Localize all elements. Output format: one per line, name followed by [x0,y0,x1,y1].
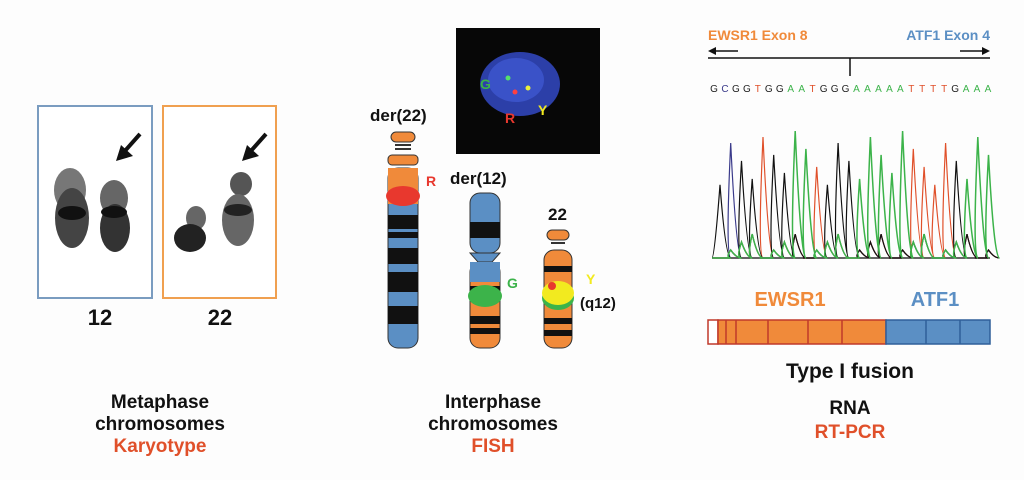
box-label-12: 12 [87,305,113,330]
inset-y-label: Y [538,102,548,118]
chromosome-icon [468,192,502,349]
caption-line2: chromosomes [428,414,558,435]
box-label-22: 22 [207,305,233,330]
fish-caption: Interphase chromosomes FISH [393,392,593,458]
sequence-base: T [908,84,914,95]
sequence-base: G [710,84,718,95]
karyotype-box-22 [162,105,277,299]
signal-y-label: Y [586,271,596,287]
chromosome-icon [542,229,574,349]
gene-right-label: ATF1 [911,289,960,311]
karyotype-panel [37,105,277,299]
fusion-type-label: Type I fusion [786,360,914,383]
sequence-base: G [820,84,828,95]
sequence-base: G [765,84,773,95]
caption-line1: Metaphase [110,392,210,413]
rtpcr-caption-method: RT-PCR [815,422,886,443]
karyotype-caption: Metaphase chromosomes Karyotype [60,392,260,458]
chromatogram [711,130,1001,259]
sequence-base: A [853,84,860,95]
sequence-base: A [985,84,992,95]
sequence-base: A [798,84,805,95]
rtpcr-caption-line1: RNA [829,398,870,419]
sequence-base: T [941,84,947,95]
caption-method: Karyotype [113,436,207,457]
sequence-base: C [721,84,728,95]
fish-panel: G R Y der(22) R der(12) G 22 [370,28,616,349]
sequence-base: A [787,84,794,95]
signal-r-label: R [426,173,436,189]
sequence-base: A [963,84,970,95]
der12-label: der(12) [450,169,507,188]
sequence-base: G [743,84,751,95]
arrow-icon [116,132,142,161]
sequence-base: A [886,84,893,95]
sequence-base: G [776,84,784,95]
sequence-base: T [930,84,936,95]
signal-g-label: G [507,275,518,291]
caption-line1: Interphase [444,392,542,413]
sequence-base: T [755,84,761,95]
sequence-base: A [974,84,981,95]
caption-method: FISH [471,436,515,457]
chromosome-12-pair [54,168,130,252]
inset-g-label: G [480,76,491,92]
chr22-label: 22 [548,205,567,224]
sequence-base: T [919,84,925,95]
chromosome-icon [386,131,420,349]
exon-arrows [708,47,990,76]
chromosome-22-pair [174,172,254,252]
sequence-base: G [842,84,850,95]
fusion-bar [707,319,991,345]
right-exon-label: ATF1 Exon 4 [906,27,990,43]
sequence-base: A [897,84,904,95]
q12-label: (q12) [580,295,616,312]
sequence-base: A [875,84,882,95]
karyotype-box-12 [37,105,153,299]
sequence-base: A [864,84,871,95]
sequence-base: T [810,84,816,95]
sequence-base: G [951,84,959,95]
der22-label: der(22) [370,106,427,125]
inset-r-label: R [505,110,515,126]
gene-left-label: EWSR1 [754,289,825,311]
arrow-icon [242,132,268,161]
left-exon-label: EWSR1 Exon 8 [708,27,808,43]
sequence-base: G [732,84,740,95]
fish-nucleus-image: G R Y [456,28,600,154]
sequence-base: G [831,84,839,95]
caption-line2: chromosomes [95,414,225,435]
